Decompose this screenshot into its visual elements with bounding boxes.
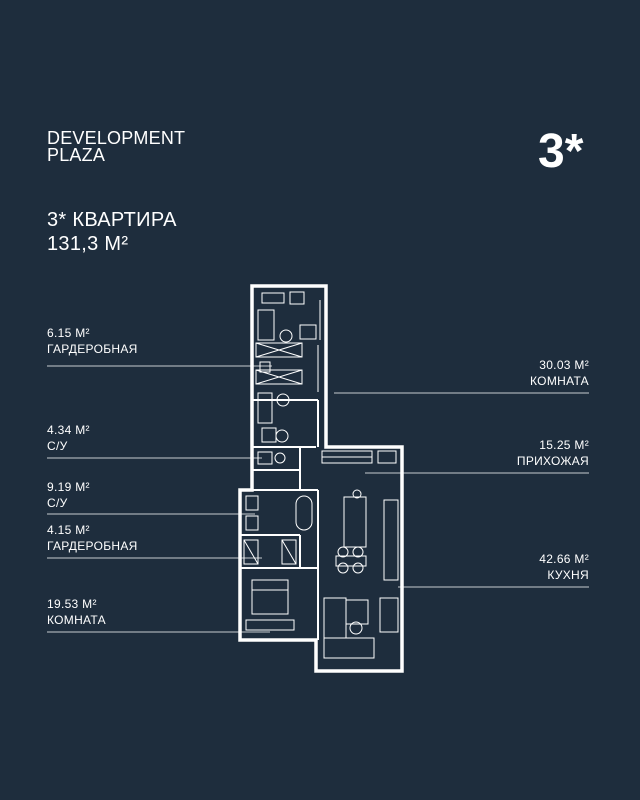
room-area: 30.03 М² (539, 358, 589, 372)
brand-line-2: PLAZA (47, 145, 106, 165)
apartment-area: 131,3 М² (47, 233, 129, 255)
furniture (243, 291, 399, 659)
room-label-bathroom-1: 4.34 М² С/У (47, 422, 90, 454)
room-label-wardrobe-1: 6.15 М² ГАРДЕРОБНАЯ (47, 325, 138, 357)
room-area: 9.19 М² (47, 480, 90, 494)
room-name: ГАРДЕРОБНАЯ (47, 342, 138, 356)
room-label-wardrobe-2: 4.15 М² ГАРДЕРОБНАЯ (47, 522, 138, 554)
brand-logo: DEVELOPMENT PLAZA (47, 128, 186, 165)
room-label-living-room: 30.03 М² КОМНАТА (530, 357, 589, 389)
apartment-name: 3* КВАРТИРА (47, 209, 177, 231)
brand-line-1: DEVELOPMENT (47, 128, 186, 148)
outer-walls (238, 284, 404, 673)
room-label-kitchen: 42.66 М² КУХНЯ (539, 551, 589, 583)
room-area: 6.15 М² (47, 326, 90, 340)
room-area: 4.34 М² (47, 423, 90, 437)
room-name: С/У (47, 496, 68, 510)
room-area: 42.66 М² (539, 552, 589, 566)
room-area: 19.53 М² (47, 597, 97, 611)
room-label-bathroom-2: 9.19 М² С/У (47, 479, 90, 511)
room-name: КОМНАТА (530, 374, 589, 388)
room-area: 4.15 М² (47, 523, 90, 537)
apartment-title: 3* КВАРТИРА 131,3 М² (47, 208, 177, 256)
room-name: ПРИХОЖАЯ (516, 454, 589, 468)
room-name: КОМНАТА (47, 613, 106, 627)
apartment-type-badge: 3* (538, 125, 584, 178)
room-label-hallway: 15.25 М² ПРИХОЖАЯ (517, 437, 589, 469)
room-label-bedroom: 19.53 М² КОМНАТА (47, 596, 106, 628)
interior-walls (240, 399, 319, 640)
room-area: 15.25 М² (539, 438, 589, 452)
room-name: С/У (47, 439, 68, 453)
room-name: ГАРДЕРОБНАЯ (47, 539, 138, 553)
room-name: КУХНЯ (547, 568, 589, 582)
leader-lines (47, 365, 589, 633)
